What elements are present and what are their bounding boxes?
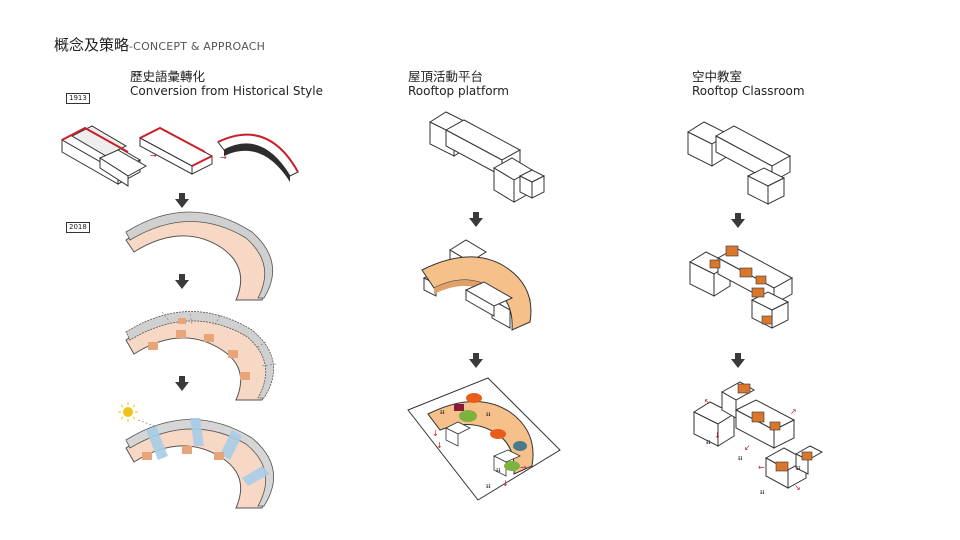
- column-title-en: Rooftop Classroom: [692, 84, 805, 98]
- column-heading-rooftop-classroom: 空中教室 Rooftop Classroom: [692, 69, 805, 99]
- svg-text:ᵻᵻ: ᵻᵻ: [486, 483, 490, 490]
- column-title-zh: 屋頂活動平台: [408, 69, 484, 84]
- svg-text:ᵻᵻ: ᵻᵻ: [796, 465, 800, 472]
- svg-text:ᵻᵻ: ᵻᵻ: [496, 467, 500, 474]
- rooftop-platform-activities: ↓ ↓ ↓ → ᵻᵻ ᵻᵻ ᵻᵻ ᵻᵻ: [407, 377, 561, 501]
- page-title: 概念及策略-CONCEPT & APPROACH: [54, 34, 265, 55]
- column-heading-historical: 歷史語彙轉化 Conversion from Historical Style: [130, 69, 323, 99]
- svg-text:↙: ↙: [744, 443, 751, 452]
- svg-text:→: →: [150, 151, 157, 160]
- svg-text:↓: ↓: [436, 441, 443, 450]
- svg-text:ᵻᵻ: ᵻᵻ: [706, 439, 710, 446]
- column-heading-rooftop-platform: 屋頂活動平台 Rooftop platform: [408, 69, 509, 99]
- svg-text:←: ←: [758, 463, 765, 472]
- classroom-activities: ↖ ↓ ↙ ↗ ← ↘ ᵻᵻ ᵻᵻ ᵻᵻ ᵻᵻ: [692, 381, 824, 496]
- historical-building-1913: [60, 125, 148, 187]
- step-arrow-icon: [175, 193, 189, 208]
- svg-text:ᵻᵻ: ᵻᵻ: [738, 455, 742, 462]
- svg-text:↓: ↓: [502, 479, 509, 488]
- svg-text:ᵻᵻ: ᵻᵻ: [486, 411, 490, 418]
- curved-roof-form: [217, 133, 299, 182]
- page-title-zh: 概念及策略: [54, 36, 130, 54]
- svg-text:ᵻᵻ: ᵻᵻ: [440, 409, 444, 416]
- step-arrow-icon: [175, 274, 189, 289]
- rooftop-platform-deck: [421, 239, 532, 331]
- column-title-zh: 歷史語彙轉化: [130, 69, 206, 84]
- year-tag-2018: 2018: [66, 222, 90, 233]
- year-tag-1913: 1913: [66, 93, 90, 104]
- curved-mass-with-light-wells: [125, 418, 274, 509]
- sun-icon: [118, 402, 161, 429]
- column-title-zh: 空中教室: [692, 69, 743, 84]
- simplified-roof-form: [138, 126, 214, 175]
- step-arrow-icon: [731, 353, 745, 368]
- school-building-outline: [428, 111, 546, 203]
- curved-mass-with-volumes: [125, 311, 277, 401]
- step-arrow-icon: [469, 212, 483, 227]
- svg-text:→: →: [520, 463, 527, 472]
- svg-text:↘: ↘: [794, 483, 801, 492]
- column-title-en: Rooftop platform: [408, 84, 509, 98]
- column-title-en: Conversion from Historical Style: [130, 84, 323, 98]
- step-arrow-icon: [175, 376, 189, 391]
- svg-text:ᵻᵻ: ᵻᵻ: [760, 489, 764, 496]
- svg-text:↓: ↓: [432, 429, 439, 438]
- svg-text:↗: ↗: [790, 407, 797, 416]
- svg-text:↓: ↓: [714, 431, 721, 440]
- step-arrow-icon: [731, 213, 745, 228]
- svg-text:→: →: [220, 153, 227, 162]
- classroom-boxes-on-roof: [688, 245, 794, 329]
- step-arrow-icon: [469, 353, 483, 368]
- classroom-building-outline: [686, 121, 792, 205]
- curved-mass-2018: [125, 211, 273, 301]
- page-title-en: -CONCEPT & APPROACH: [129, 40, 266, 53]
- svg-text:↖: ↖: [704, 397, 711, 406]
